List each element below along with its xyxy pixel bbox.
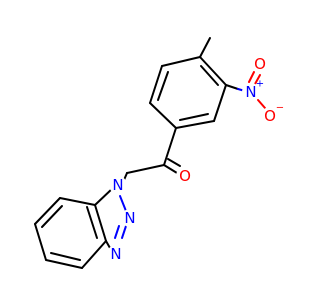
bond xyxy=(34,223,47,261)
bond xyxy=(45,259,83,269)
bond xyxy=(119,195,127,212)
nitro-single-bond xyxy=(257,99,266,109)
bond xyxy=(59,197,96,206)
atom-n2: N xyxy=(121,209,139,227)
aromatic-double-bond xyxy=(200,65,219,86)
atom-n3-symbol: N xyxy=(110,245,121,263)
atom-nitro-o-top: O xyxy=(251,55,269,73)
ketone-linker xyxy=(123,127,181,181)
bond xyxy=(213,84,227,122)
bond xyxy=(163,127,177,166)
bond xyxy=(126,164,165,174)
bond xyxy=(121,225,127,239)
nitro-double-bond xyxy=(254,74,261,85)
aromatic-double-bond xyxy=(41,205,63,228)
atom-nitro-o-top-symbol: O xyxy=(254,55,266,73)
aromatic-double-bond xyxy=(157,71,169,101)
bond xyxy=(175,120,215,129)
bond xyxy=(114,225,120,239)
aromatic-double-bond xyxy=(86,206,98,239)
bond xyxy=(105,240,111,249)
atom-nitro-o-bottom: O − xyxy=(261,103,284,125)
nitrotoluene-ring xyxy=(149,37,239,129)
atom-n2-symbol: N xyxy=(124,209,135,227)
atom-labels: N N N N + O O − O xyxy=(107,55,284,263)
molecule-structure-canvas: N N N N + O O − O xyxy=(34,37,284,269)
carbonyl-bond xyxy=(167,158,181,167)
atom-nitro-n: N + xyxy=(242,79,264,101)
nitro-double-bond xyxy=(248,71,255,83)
atom-carbonyl-o-symbol: O xyxy=(179,167,191,185)
atom-nitro-n-symbol: N xyxy=(245,83,256,101)
bond xyxy=(225,84,239,90)
bond xyxy=(34,197,61,225)
atom-n1: N xyxy=(109,176,127,194)
atom-nitro-o-bottom-charge: − xyxy=(276,103,284,114)
aromatic-double-bond xyxy=(179,113,209,121)
bond xyxy=(81,240,107,269)
atom-nitro-n-charge: + xyxy=(256,79,264,90)
atom-carbonyl-o: O xyxy=(176,167,194,185)
bond xyxy=(149,65,163,104)
nitro-group xyxy=(237,71,266,109)
bond xyxy=(149,102,177,129)
atom-n1-symbol: N xyxy=(112,176,123,194)
atom-nitro-o-bottom-symbol: O xyxy=(264,107,276,125)
bond xyxy=(94,204,107,242)
bond xyxy=(161,56,201,67)
bond xyxy=(199,56,227,86)
benzotriazole-ring xyxy=(34,186,127,269)
aromatic-double-bond xyxy=(50,252,81,261)
methyl-bond xyxy=(199,37,211,58)
carbonyl-bond xyxy=(163,164,178,174)
atom-n3: N xyxy=(107,245,125,263)
